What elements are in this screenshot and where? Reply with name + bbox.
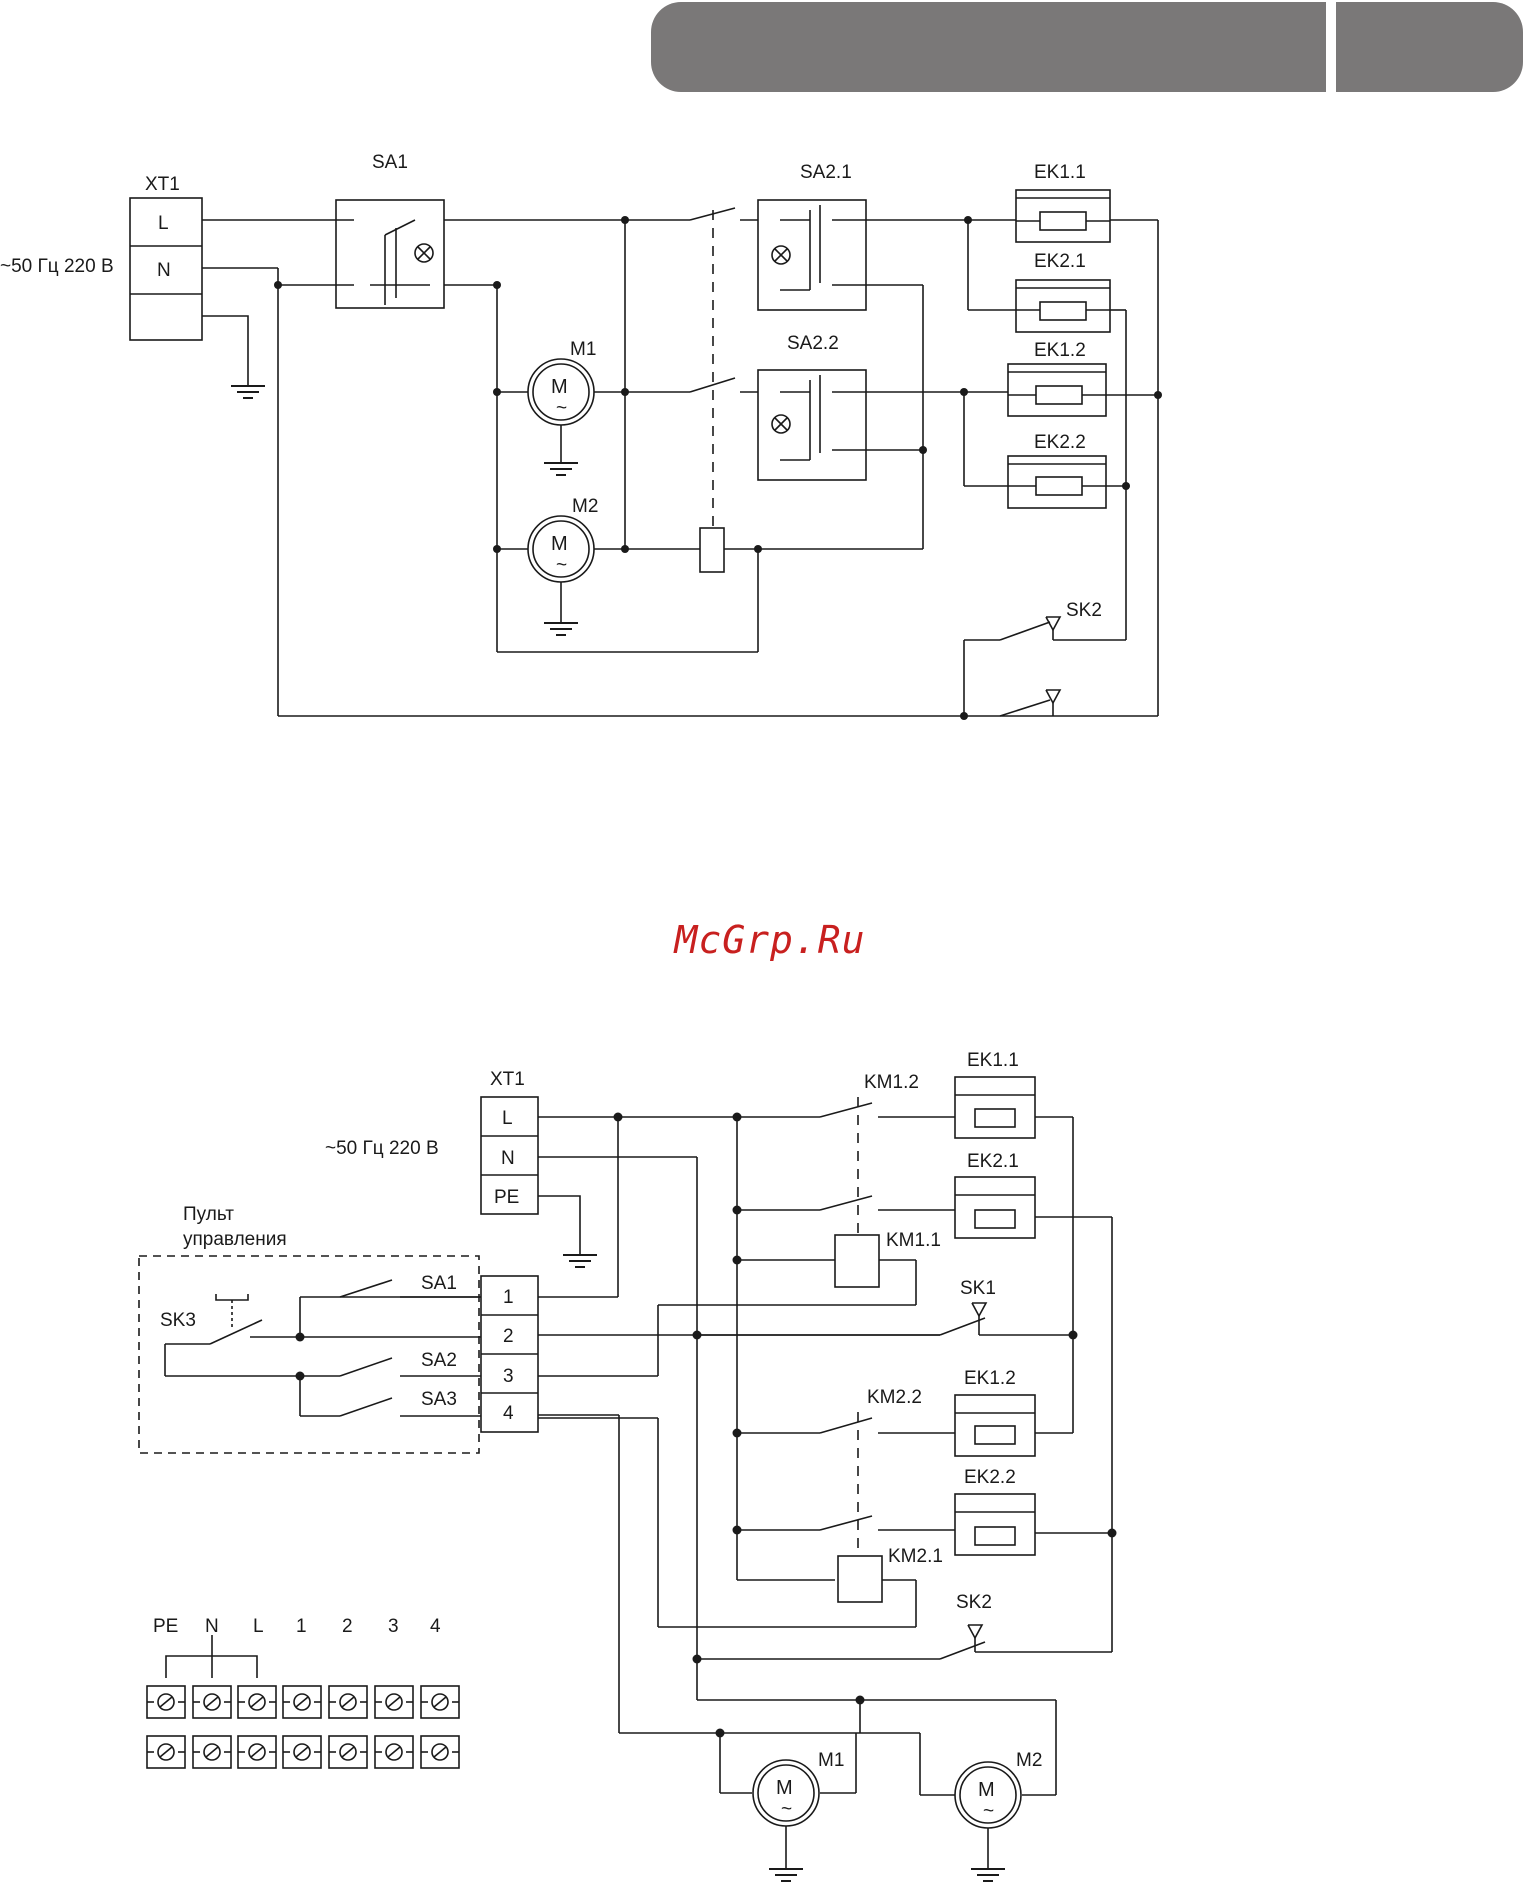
sa2-2-label: SA2.2: [787, 333, 839, 354]
panel-label-1: Пульт: [183, 1204, 234, 1225]
m1-symbol-2: M: [776, 1777, 793, 1799]
tb-label-2: 2: [342, 1616, 353, 1637]
sa3-label-2: SA3: [421, 1389, 457, 1410]
m2-label-2: M2: [1016, 1750, 1042, 1771]
sa2-label-2: SA2: [421, 1350, 457, 1371]
heater-ek1-1-2: [955, 1077, 1035, 1138]
ek2-2-label-2: EK2.2: [964, 1467, 1016, 1488]
ek2-1-label: EK2.1: [1034, 251, 1086, 272]
m2-tilde: ~: [556, 555, 567, 576]
panel-terminal-1: 1: [503, 1287, 514, 1308]
supply-label: ~50 Гц 220 В: [0, 256, 114, 277]
diagram-2-junctions: [296, 1113, 1117, 1738]
panel-terminal-4: 4: [503, 1403, 514, 1424]
terminal-block-labels: PE N L 1 2 3 4: [153, 1616, 441, 1637]
supply-label-2: ~50 Гц 220 В: [325, 1138, 439, 1159]
xt1-row-l: L: [158, 213, 169, 234]
diagram-1: [130, 190, 1158, 716]
tb-label-pe: PE: [153, 1616, 178, 1637]
tb-label-l: L: [253, 1616, 264, 1637]
tb-label-3: 3: [388, 1616, 399, 1637]
xt1-row-n: N: [157, 260, 171, 281]
km2-1-label: KM2.1: [888, 1546, 943, 1567]
km1-2-label: KM1.2: [864, 1072, 919, 1093]
sk2-label-2: SK2: [956, 1592, 992, 1613]
m1-label: M1: [570, 339, 596, 360]
diagram-2-labels: ~50 Гц 220 В XT1 L N PE Пульт управления…: [160, 1050, 1042, 1822]
ek2-2-label: EK2.2: [1034, 432, 1086, 453]
sa1-switch: [336, 200, 444, 308]
heater-ek2-2-2: [955, 1494, 1035, 1555]
km2-2-label: KM2.2: [867, 1387, 922, 1408]
sa2-2-switch: [758, 370, 866, 480]
sa1-label-2: SA1: [421, 1273, 457, 1294]
m2-tilde-2: ~: [983, 1801, 994, 1822]
tb-label-1: 1: [296, 1616, 307, 1637]
xt1-row-pe-2: PE: [494, 1187, 519, 1208]
ek1-2-label: EK1.2: [1034, 340, 1086, 361]
km1-1-coil: [835, 1235, 879, 1287]
m2-symbol: M: [551, 533, 568, 555]
km1-1-label: KM1.1: [886, 1230, 941, 1251]
heater-ek2-1-2: [955, 1177, 1035, 1238]
m2-label: M2: [572, 496, 598, 517]
xt1-row-n-2: N: [501, 1148, 515, 1169]
sa2-1-label: SA2.1: [800, 162, 852, 183]
m1-label-2: M1: [818, 1750, 844, 1771]
relay-coil: [700, 528, 724, 572]
sk2-label: SK2: [1066, 600, 1102, 621]
panel-terminal-3: 3: [503, 1366, 514, 1387]
sk1-label: SK1: [960, 1278, 996, 1299]
m1-tilde: ~: [556, 398, 567, 419]
ground-symbol: [231, 386, 265, 398]
terminal-block-drawing: [147, 1635, 459, 1768]
tb-label-4: 4: [430, 1616, 441, 1637]
km2-1-coil: [838, 1556, 882, 1602]
panel-terminal-2: 2: [503, 1326, 514, 1347]
sa2-1-switch: [758, 200, 866, 310]
xt1-label-2: XT1: [490, 1069, 525, 1090]
ek1-2-label-2: EK1.2: [964, 1368, 1016, 1389]
m1-symbol: M: [551, 376, 568, 398]
diagram-1-labels: ~50 Гц 220 В XT1 L N SA1 SA2.1 SA2.2 M1 …: [0, 152, 1102, 621]
m1-tilde-2: ~: [781, 1799, 792, 1820]
ek1-1-label: EK1.1: [1034, 162, 1086, 183]
xt1-label: XT1: [145, 174, 180, 195]
sk3-label: SK3: [160, 1310, 196, 1331]
sa1-label: SA1: [372, 152, 408, 173]
tb-label-n: N: [205, 1616, 219, 1637]
diagram-1-junctions: [274, 216, 1162, 720]
panel-label-2: управления: [183, 1229, 287, 1250]
xt1-row-l-2: L: [502, 1108, 513, 1129]
ek1-1-label-2: EK1.1: [967, 1050, 1019, 1071]
ek2-1-label-2: EK2.1: [967, 1151, 1019, 1172]
m2-symbol-2: M: [978, 1779, 995, 1801]
